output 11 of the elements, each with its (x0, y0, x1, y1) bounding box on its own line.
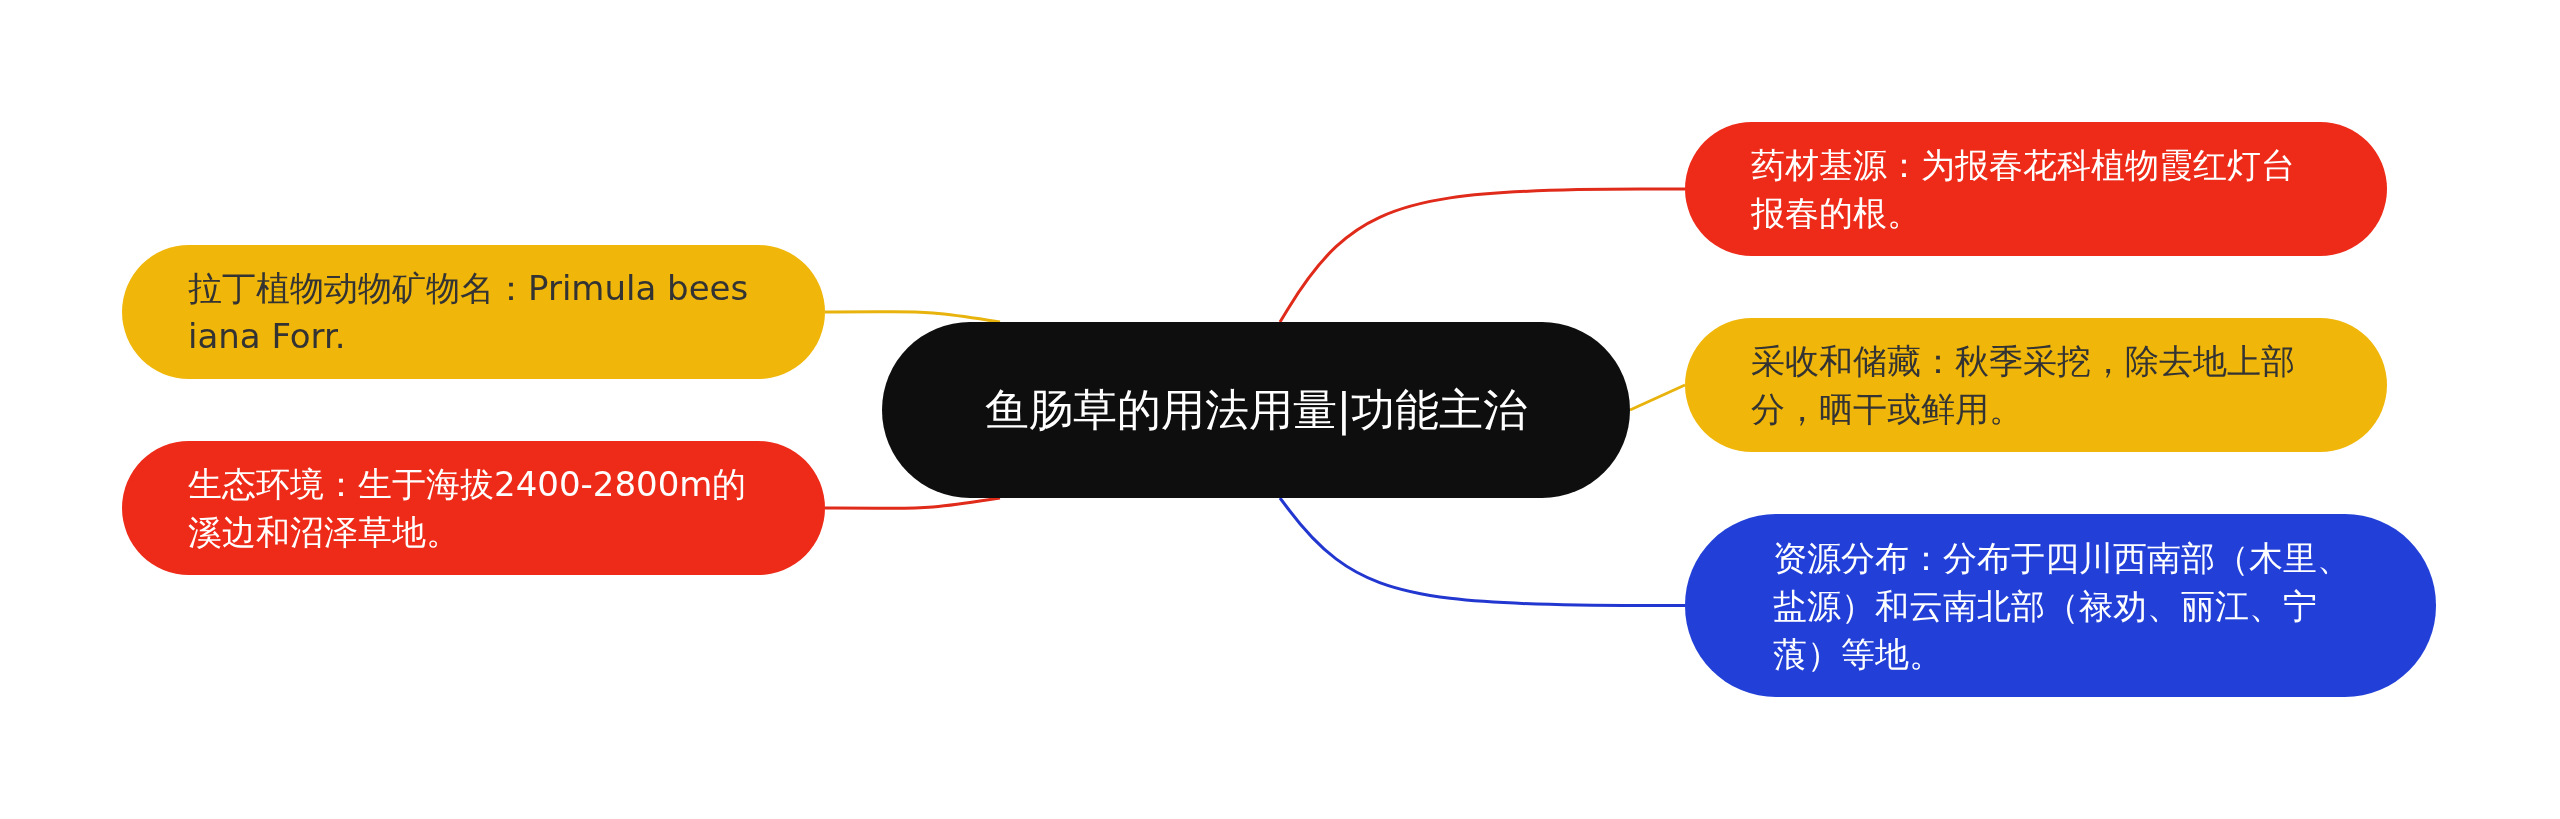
topic-title: 鱼肠草的用法用量|功能主治 (984, 383, 1528, 438)
branch-text: 药材基源：为报春花科植物霞红灯台报春的根。 (1751, 144, 2296, 235)
connector-line (1278, 497, 1685, 607)
branch-text: 生态环境：生于海拔2400-2800m的溪边和沼泽草地。 (188, 463, 748, 554)
connector-line (825, 496, 1001, 510)
branch-text: 资源分布：分布于四川西南部（木里、盐源）和云南北部（禄劝、丽江、宁蒗）等地。 (1773, 536, 2352, 676)
branch-text: 拉丁植物动物矿物名：Primula beesiana Forr. (188, 267, 749, 358)
branch-text: 采收和储藏：秋季采挖，除去地上部分，晒干或鲜用。 (1751, 340, 2296, 431)
connector-line (825, 310, 1001, 324)
connector-line (1278, 187, 1685, 323)
connector-line (1629, 383, 1686, 412)
